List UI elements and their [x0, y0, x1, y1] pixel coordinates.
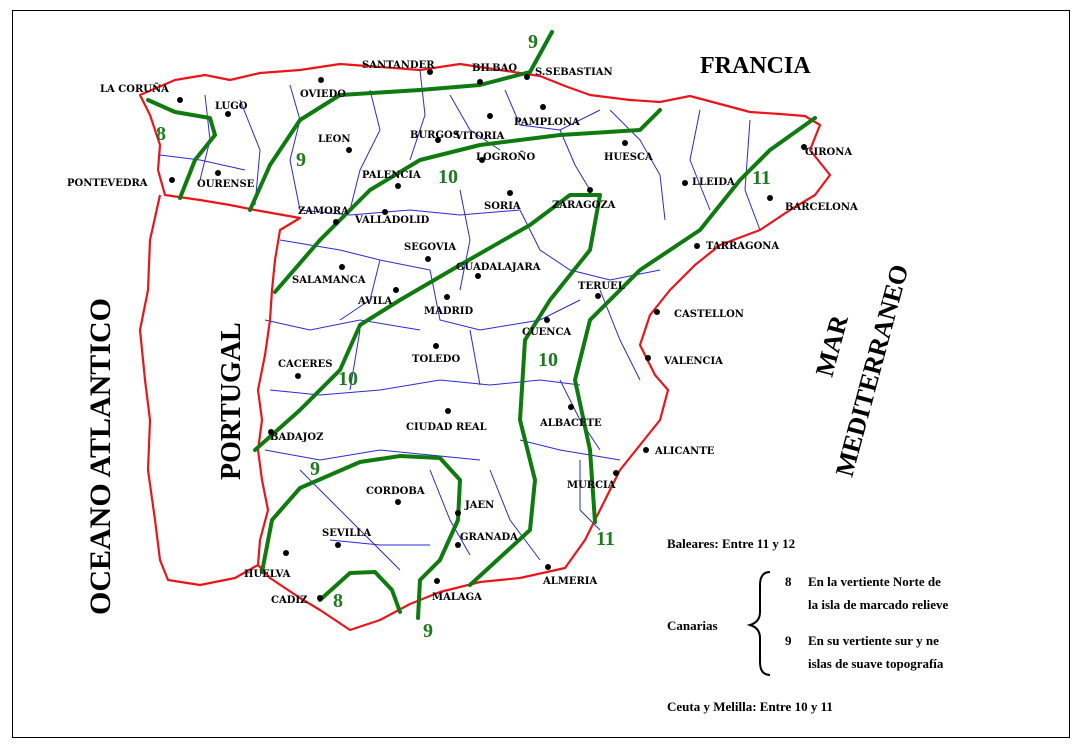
city-cadiz: CADIZ — [271, 595, 307, 606]
city-ciudad-real: CIUDAD REAL — [406, 422, 487, 433]
city-segovia: SEGOVIA — [404, 242, 456, 253]
city-badajoz: BADAJOZ — [270, 432, 323, 443]
isoline-10-center — [253, 193, 602, 587]
legend-canarias-9-line2: islas de suave topografía — [808, 656, 944, 671]
city-barcelona: BARCELONA — [785, 202, 858, 213]
city-pontevedra: PONTEVEDRA — [67, 178, 148, 189]
label-oceano-atlantico: OCEANO ATLANTICO — [84, 298, 117, 615]
city-jaen: JAEN — [464, 500, 494, 511]
city-caceres: CACERES — [278, 359, 332, 370]
city-madrid: MADRID — [424, 306, 473, 317]
city-labels: LA CORUÑA LUGO OVIEDO SANTANDER BILBAO S… — [67, 60, 858, 606]
city-vitoria: VITORIA — [454, 131, 505, 142]
city-girona: GIRONA — [805, 147, 852, 158]
label-francia: FRANCIA — [700, 53, 811, 79]
isoline-label-9-bottom: 9 — [423, 620, 433, 642]
isoline-label-8-north: 8 — [156, 123, 166, 145]
city-murcia: MURCIA — [567, 480, 616, 491]
isoline-9-south — [260, 454, 462, 620]
legend-baleares: Baleares: Entre 11 y 12 — [667, 536, 795, 551]
portugal-coast — [138, 194, 259, 587]
isoline-labels: 9 8 9 10 11 10 10 9 11 8 9 — [156, 31, 771, 642]
legend-canarias-label: Canarias — [667, 618, 718, 633]
city-tarragona: TARRAGONA — [706, 241, 779, 252]
city-burgos: BURGOS — [410, 130, 460, 141]
city-leon: LEON — [318, 134, 351, 145]
isoline-label-9-top: 9 — [528, 31, 538, 53]
city-guadalajara: GUADALAJARA — [456, 262, 541, 273]
city-logrono: LOGROÑO — [476, 151, 535, 163]
city-san-sebastian: S.SEBASTIAN — [535, 67, 613, 78]
isoline-label-10-west: 10 — [338, 368, 358, 390]
city-cuenca: CUENCA — [522, 327, 571, 338]
label-mar: MAR — [810, 312, 854, 380]
label-mediterraneo: MEDITERRANEO — [830, 261, 914, 479]
legend-canarias-9-line1: En su vertiente sur y ne — [808, 633, 939, 648]
city-sevilla: SEVILLA — [322, 528, 371, 539]
isoline-label-8-south: 8 — [333, 590, 343, 612]
isoline-label-9-south: 9 — [310, 458, 320, 480]
legend-canarias-8-line1: En la vertiente Norte de — [808, 574, 941, 589]
city-albacete: ALBACETE — [539, 418, 602, 429]
city-ourense: OURENSE — [197, 179, 255, 190]
city-lleida: LLEIDA — [692, 177, 735, 188]
isoline-label-9-north: 9 — [296, 149, 306, 171]
isoline-8-north — [146, 98, 217, 200]
city-granada: GRANADA — [460, 532, 518, 543]
legend-canarias-8-num: 8 — [785, 574, 792, 589]
city-zamora: ZAMORA — [298, 206, 349, 217]
legend-canarias-8-line2: la isla de marcado relieve — [808, 597, 949, 612]
city-almeria: ALMERIA — [542, 576, 597, 587]
city-palencia: PALENCIA — [362, 170, 421, 181]
city-zaragoza: ZARAGOZA — [552, 200, 616, 211]
city-avila: AVILA — [357, 296, 392, 307]
city-alicante: ALICANTE — [654, 446, 715, 457]
isoline-11-east — [573, 116, 817, 524]
city-la-coruna: LA CORUÑA — [100, 83, 169, 95]
label-portugal: PORTUGAL — [216, 322, 247, 480]
city-santander: SANTANDER — [362, 60, 435, 71]
city-pamplona: PAMPLONA — [514, 117, 580, 128]
city-huelva: HUELVA — [244, 569, 291, 580]
isoline-label-10-north: 10 — [438, 166, 458, 188]
isoline-label-11-south: 11 — [596, 528, 615, 550]
isolines — [146, 30, 817, 620]
city-soria: SORIA — [484, 201, 521, 212]
city-oviedo: OVIEDO — [300, 89, 346, 100]
isoline-9-north — [248, 30, 554, 212]
legend-ceuta-melilla: Ceuta y Melilla: Entre 10 y 11 — [667, 699, 833, 714]
city-cordoba: CORDOBA — [366, 486, 425, 497]
isoline-10-north — [273, 108, 662, 294]
city-valencia: VALENCIA — [663, 356, 723, 367]
city-valladolid: VALLADOLID — [354, 215, 430, 226]
map-frame — [12, 10, 1070, 738]
city-teruel: TERUEL — [578, 281, 625, 292]
city-salamanca: SALAMANCA — [292, 275, 366, 286]
isoline-label-10-center: 10 — [538, 349, 558, 371]
city-bilbao: BILBAO — [472, 63, 517, 74]
isoline-8-south — [318, 570, 402, 614]
legend-brace — [746, 571, 771, 676]
city-toledo: TOLEDO — [412, 354, 460, 365]
legend: Baleares: Entre 11 y 12 Canarias 8 En la… — [667, 536, 949, 714]
isoline-label-11-east: 11 — [752, 167, 771, 189]
city-malaga: MALAGA — [432, 592, 482, 603]
coastline — [138, 62, 832, 632]
city-castellon: CASTELLON — [674, 309, 744, 320]
city-lugo: LUGO — [215, 101, 248, 112]
legend-canarias-9-num: 9 — [785, 633, 792, 648]
city-huesca: HUESCA — [604, 152, 653, 163]
